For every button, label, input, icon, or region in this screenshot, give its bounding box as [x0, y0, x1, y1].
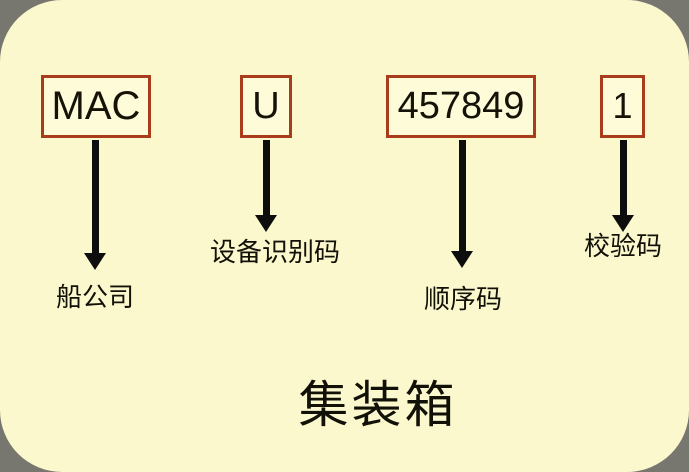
down-arrow-icon-check-digit — [610, 140, 636, 232]
down-arrow-icon-serial-number — [449, 140, 475, 268]
annotation-label-owner-prefix: 船公司 — [55, 283, 134, 312]
arrow-head — [451, 251, 473, 268]
down-arrow-icon-owner-prefix — [82, 140, 108, 270]
arrow-head — [255, 215, 277, 232]
code-box-serial-number-value: 457849 — [397, 84, 525, 127]
code-box-equipment-identifier-value: U — [252, 84, 280, 127]
arrow-shaft — [619, 140, 627, 215]
arrow-shaft — [91, 140, 99, 253]
arrow-head — [612, 215, 634, 232]
code-box-owner-prefix-value: MAC — [51, 83, 141, 128]
annotation-label-equipment-identifier: 设备识别码 — [209, 238, 340, 267]
annotation-label-serial-number: 顺序码 — [423, 285, 502, 314]
code-box-owner-prefix: MAC — [41, 75, 151, 138]
code-box-check-digit-value: 1 — [612, 84, 633, 126]
arrow-shaft — [262, 140, 270, 215]
code-box-serial-number: 457849 — [386, 75, 536, 138]
code-box-check-digit: 1 — [600, 75, 645, 138]
annotation-label-check-digit: 校验码 — [583, 232, 662, 261]
diagram-title: 集装箱 — [298, 377, 458, 433]
arrow-shaft — [458, 140, 466, 251]
arrow-head — [84, 253, 106, 270]
code-box-equipment-identifier: U — [240, 75, 292, 138]
down-arrow-icon-equipment-identifier — [253, 140, 279, 232]
